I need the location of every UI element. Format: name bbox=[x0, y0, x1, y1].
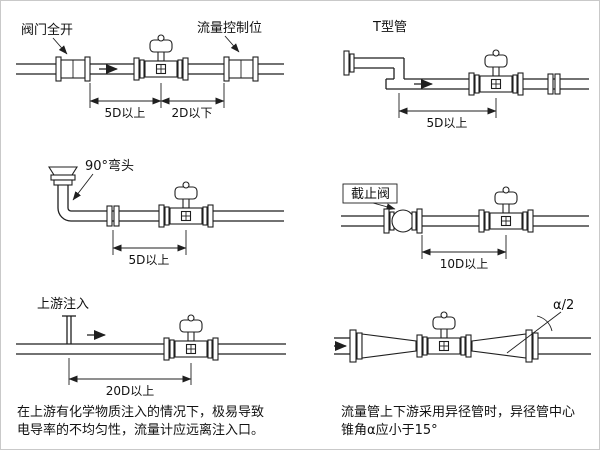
elbow-label: 90°弯头 bbox=[85, 158, 134, 174]
panel-reducer: α/2 流量管上下游采用异径管时，异径管中心 锥角α应小于15° bbox=[334, 298, 591, 438]
angle-arc bbox=[536, 315, 553, 332]
leader-arrow bbox=[224, 35, 240, 53]
stop-valve-body bbox=[391, 209, 415, 233]
flow-meter bbox=[163, 314, 219, 361]
flow-meter bbox=[133, 34, 189, 81]
panel-t-pipe: T型管 5D以上 bbox=[343, 20, 589, 130]
elbow-outer-line bbox=[57, 185, 284, 222]
valve-flange bbox=[411, 211, 417, 231]
flow-control-label: 流量控制位 bbox=[197, 21, 262, 36]
flange bbox=[525, 329, 533, 363]
reducer-cone-right bbox=[471, 333, 527, 359]
flow-control-valve bbox=[223, 56, 259, 82]
leader-arrow bbox=[52, 37, 68, 55]
dimension-label: 20D以上 bbox=[106, 384, 155, 398]
flange bbox=[356, 332, 363, 360]
flange-pair bbox=[547, 73, 561, 95]
dimension-label: 5D以上 bbox=[427, 116, 468, 130]
caption-line-2: 电导率的不均匀性，流量计应远离注入口。 bbox=[17, 422, 264, 438]
dimension-label-upstream: 5D以上 bbox=[105, 106, 146, 120]
leader-arrow bbox=[72, 173, 94, 201]
flow-meter bbox=[158, 181, 214, 228]
panel-stop-valve: 截止阀 10D以上 bbox=[341, 183, 589, 271]
injection-label: 上游注入 bbox=[37, 297, 89, 312]
valve-open-label: 阀门全开 bbox=[21, 22, 73, 38]
leader-arrow bbox=[372, 202, 396, 211]
panel-upstream-injection: 上游注入 20D以上 在上游有化学物质注入的情况下，极易导致 电导率的不均匀性，… bbox=[16, 297, 286, 438]
valve-flange bbox=[416, 208, 423, 234]
reducer-cone-left bbox=[361, 333, 417, 359]
flange bbox=[53, 179, 73, 186]
valve-flange bbox=[383, 208, 390, 234]
dimension-label-downstream: 2D以下 bbox=[172, 106, 213, 120]
flow-meter bbox=[468, 49, 524, 96]
caption-line-1: 在上游有化学物质注入的情况下，极易导致 bbox=[17, 404, 264, 420]
label-box bbox=[342, 183, 398, 204]
stop-valve-label: 截止阀 bbox=[351, 187, 390, 202]
cone-angle-line bbox=[506, 311, 562, 354]
panel-valve-full-open: 阀门全开 流量控制位 5D以上 2D以下 bbox=[16, 21, 284, 120]
flange bbox=[50, 174, 76, 181]
flange-pair bbox=[106, 205, 120, 227]
flange bbox=[532, 332, 539, 360]
caption-line-2: 锥角α应小于15° bbox=[341, 422, 438, 438]
gate-valve bbox=[55, 56, 91, 82]
flow-meter bbox=[416, 311, 472, 358]
elbow-inlet-funnel bbox=[48, 166, 78, 176]
elbow-inner-line bbox=[67, 185, 284, 212]
caption-line-1: 流量管上下游采用异径管时，异径管中心 bbox=[341, 405, 575, 420]
dimension-label: 10D以上 bbox=[440, 257, 489, 271]
dimension-label: 5D以上 bbox=[129, 253, 170, 267]
angle-label: α/2 bbox=[553, 298, 574, 313]
flange bbox=[343, 50, 350, 76]
flow-meter bbox=[478, 186, 534, 233]
panel-elbow-90: 90°弯头 5D以上 bbox=[48, 158, 284, 267]
t-pipe-label: T型管 bbox=[372, 20, 407, 35]
flange bbox=[349, 329, 357, 363]
flange bbox=[349, 53, 355, 73]
